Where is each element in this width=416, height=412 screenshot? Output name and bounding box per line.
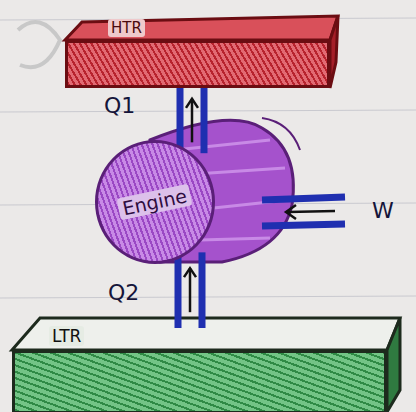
reservoir-top-face <box>65 16 338 40</box>
reservoir-box: LTR <box>12 350 387 412</box>
reservoir-side-face <box>387 318 400 412</box>
reservoir-top-face <box>12 318 400 350</box>
work-input-pipe <box>262 197 345 226</box>
node-label: HTR <box>108 19 145 37</box>
work-label: W <box>372 198 394 223</box>
heat-flow-pipe <box>180 88 204 153</box>
engine-outline-stroke <box>262 118 300 150</box>
heat-flow-pipe <box>178 252 202 328</box>
reservoir-box: HTR <box>65 40 330 88</box>
heat-label: Q2 <box>108 280 139 305</box>
node-label: LTR <box>49 326 84 346</box>
node-label: Engine <box>117 184 193 221</box>
faint-watermark-stroke <box>18 22 60 67</box>
heat-label: Q1 <box>104 93 135 118</box>
notebook-lines <box>0 18 416 298</box>
engine-circle: Engine <box>95 140 215 264</box>
reservoir-side-face <box>330 16 338 88</box>
